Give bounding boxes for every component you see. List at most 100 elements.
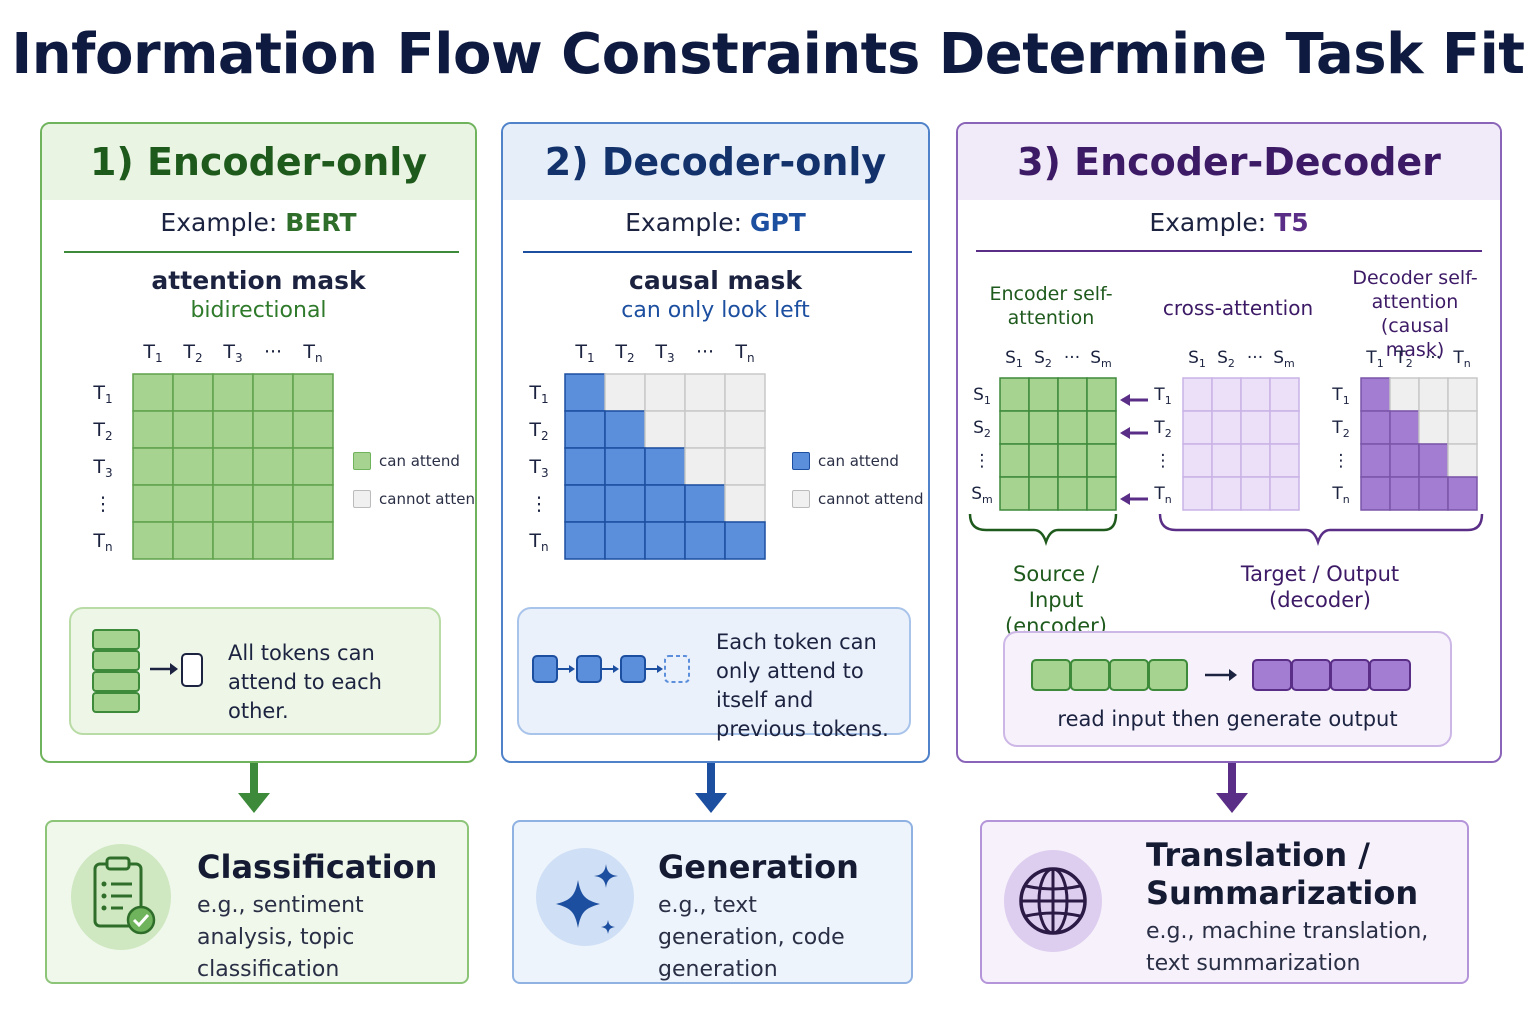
globe-icon [1019,867,1087,935]
arrow-down-icon [1216,763,1248,813]
cross-attention-mask-cell [1182,476,1213,511]
cross-attention-mask-cell [1269,476,1300,511]
example-model: BERT [285,208,357,237]
causal-mask-cell [564,373,606,412]
task-description: e.g., machine translation, text summariz… [1146,919,1429,976]
decoder-causal-mask-cell [1418,476,1449,511]
attention-mask-cell [132,373,174,412]
cross-column-label: S2 [1217,348,1235,370]
example-model: T5 [1274,208,1309,237]
encoder-mask-cell [1086,410,1117,445]
cross-attention-arrowhead [1120,493,1130,505]
task-title: Generation [658,848,859,886]
row-label: T3 [92,456,112,480]
legend-can-attend: can attend [818,452,899,470]
example-line: Example: BERT [42,208,475,237]
legend-can-attend-swatch [353,452,371,470]
panel-heading: 1) Encoder-only [42,124,475,200]
cross-row-label: T2 [1153,418,1171,440]
token-stack-icon [92,629,203,713]
column-label: ··· [696,341,714,363]
example-prefix: Example: [625,208,743,237]
causal-mask-cell [564,521,606,560]
legend-can-attend: can attend [379,452,460,470]
panel-heading: 3) Encoder-Decoder [958,124,1500,200]
causal-mask-cell [604,521,646,560]
panel-heading: 2) Decoder-only [503,124,928,200]
decoder-causal-mask-cell [1360,476,1391,511]
attention-mask-cell [252,410,294,449]
example-line: Example: T5 [958,208,1500,237]
cross-attention-mask-cell [1182,410,1213,445]
decoder-causal-mask-cell [1360,377,1391,412]
decoder-only-panel: 2) Decoder-only Example: GPT causal mask… [501,122,930,763]
decoder-causal-mask-cell [1447,476,1478,511]
encoder-mask-cell [1057,443,1088,478]
decoder-causal-mask-cell [1418,377,1449,412]
causal-mask-cell [684,447,726,486]
cross-attention-mask-cell [1240,377,1271,412]
cross-attention-mask-cell [1240,410,1271,445]
cross-attention-arrowhead [1120,427,1130,439]
cross-attention-mask-cell [1269,443,1300,478]
row-label: T2 [92,419,112,443]
column-label: T2 [614,341,634,365]
task-classification: Classification e.g., sentiment analysis,… [45,820,469,984]
attention-mask-cell [172,521,214,560]
attention-mask-cell [292,410,334,449]
source-brace [968,513,1118,546]
example-model: GPT [749,208,806,237]
causal-mask-cell [564,484,606,523]
target-output-label: Target / Output (decoder) [1240,562,1400,612]
decoder-causal-mask-cell [1418,443,1449,478]
causal-mask-cell [724,484,766,523]
column-label: ··· [264,341,282,363]
task-generation: Generation e.g., text generation, code g… [512,820,913,984]
encoder-row-label: Sm [971,484,993,506]
decoder-causal-mask-cell [1447,410,1478,445]
column-label: T1 [574,341,594,365]
cross-attention-mask-cell [1211,377,1242,412]
row-label: T2 [528,419,548,443]
encoder-row-label: S1 [973,385,991,407]
divider [523,251,912,253]
attention-mask-cell [212,521,254,560]
task-description: e.g., sentiment analysis, topic classifi… [197,893,364,982]
decoder-column-label: Tn [1452,348,1470,370]
decoder-causal-mask-cell [1389,443,1420,478]
source-input-label: Source / Input (encoder) [1005,562,1107,638]
page-title: Information Flow Constraints Determine T… [11,22,1525,87]
encoder-decoder-panel: 3) Encoder-Decoder Example: T5 Encoder s… [956,122,1502,763]
encoder-column-label: S2 [1034,348,1052,370]
attention-mask-cell [252,484,294,523]
column-label: T3 [654,341,674,365]
encoder-self-attention-title: Encoder self-attention [989,283,1113,329]
attention-mask-cell [172,484,214,523]
row-label: ⋮ [94,493,113,515]
encoder-column-label: Sm [1090,348,1112,370]
causal-mask-cell [684,484,726,523]
cross-attention-arrowhead [1120,394,1130,406]
decoder-causal-mask-cell [1389,476,1420,511]
decoder-row-label: T1 [1331,385,1349,407]
causal-mask-cell [724,447,766,486]
attention-mask-cell [252,373,294,412]
causal-mask-cell [604,484,646,523]
encoder-mask-cell [1086,443,1117,478]
encoder-row-label: ⋮ [974,451,991,471]
row-label: ⋮ [530,493,549,515]
column-label: T1 [142,341,162,365]
target-brace [1158,513,1484,546]
causal-mask-cell [604,410,646,449]
cross-column-label: ··· [1247,348,1263,368]
causal-mask-cell [644,484,686,523]
attention-mask-cell [212,447,254,486]
causal-mask-cell [564,410,606,449]
decoder-causal-mask-cell [1447,377,1478,412]
cross-column-label: Sm [1273,348,1295,370]
encoder-mask-cell [1057,476,1088,511]
causal-mask-cell [644,521,686,560]
cross-attention-title: cross-attention [1162,296,1314,320]
decoder-causal-mask-cell [1389,377,1420,412]
